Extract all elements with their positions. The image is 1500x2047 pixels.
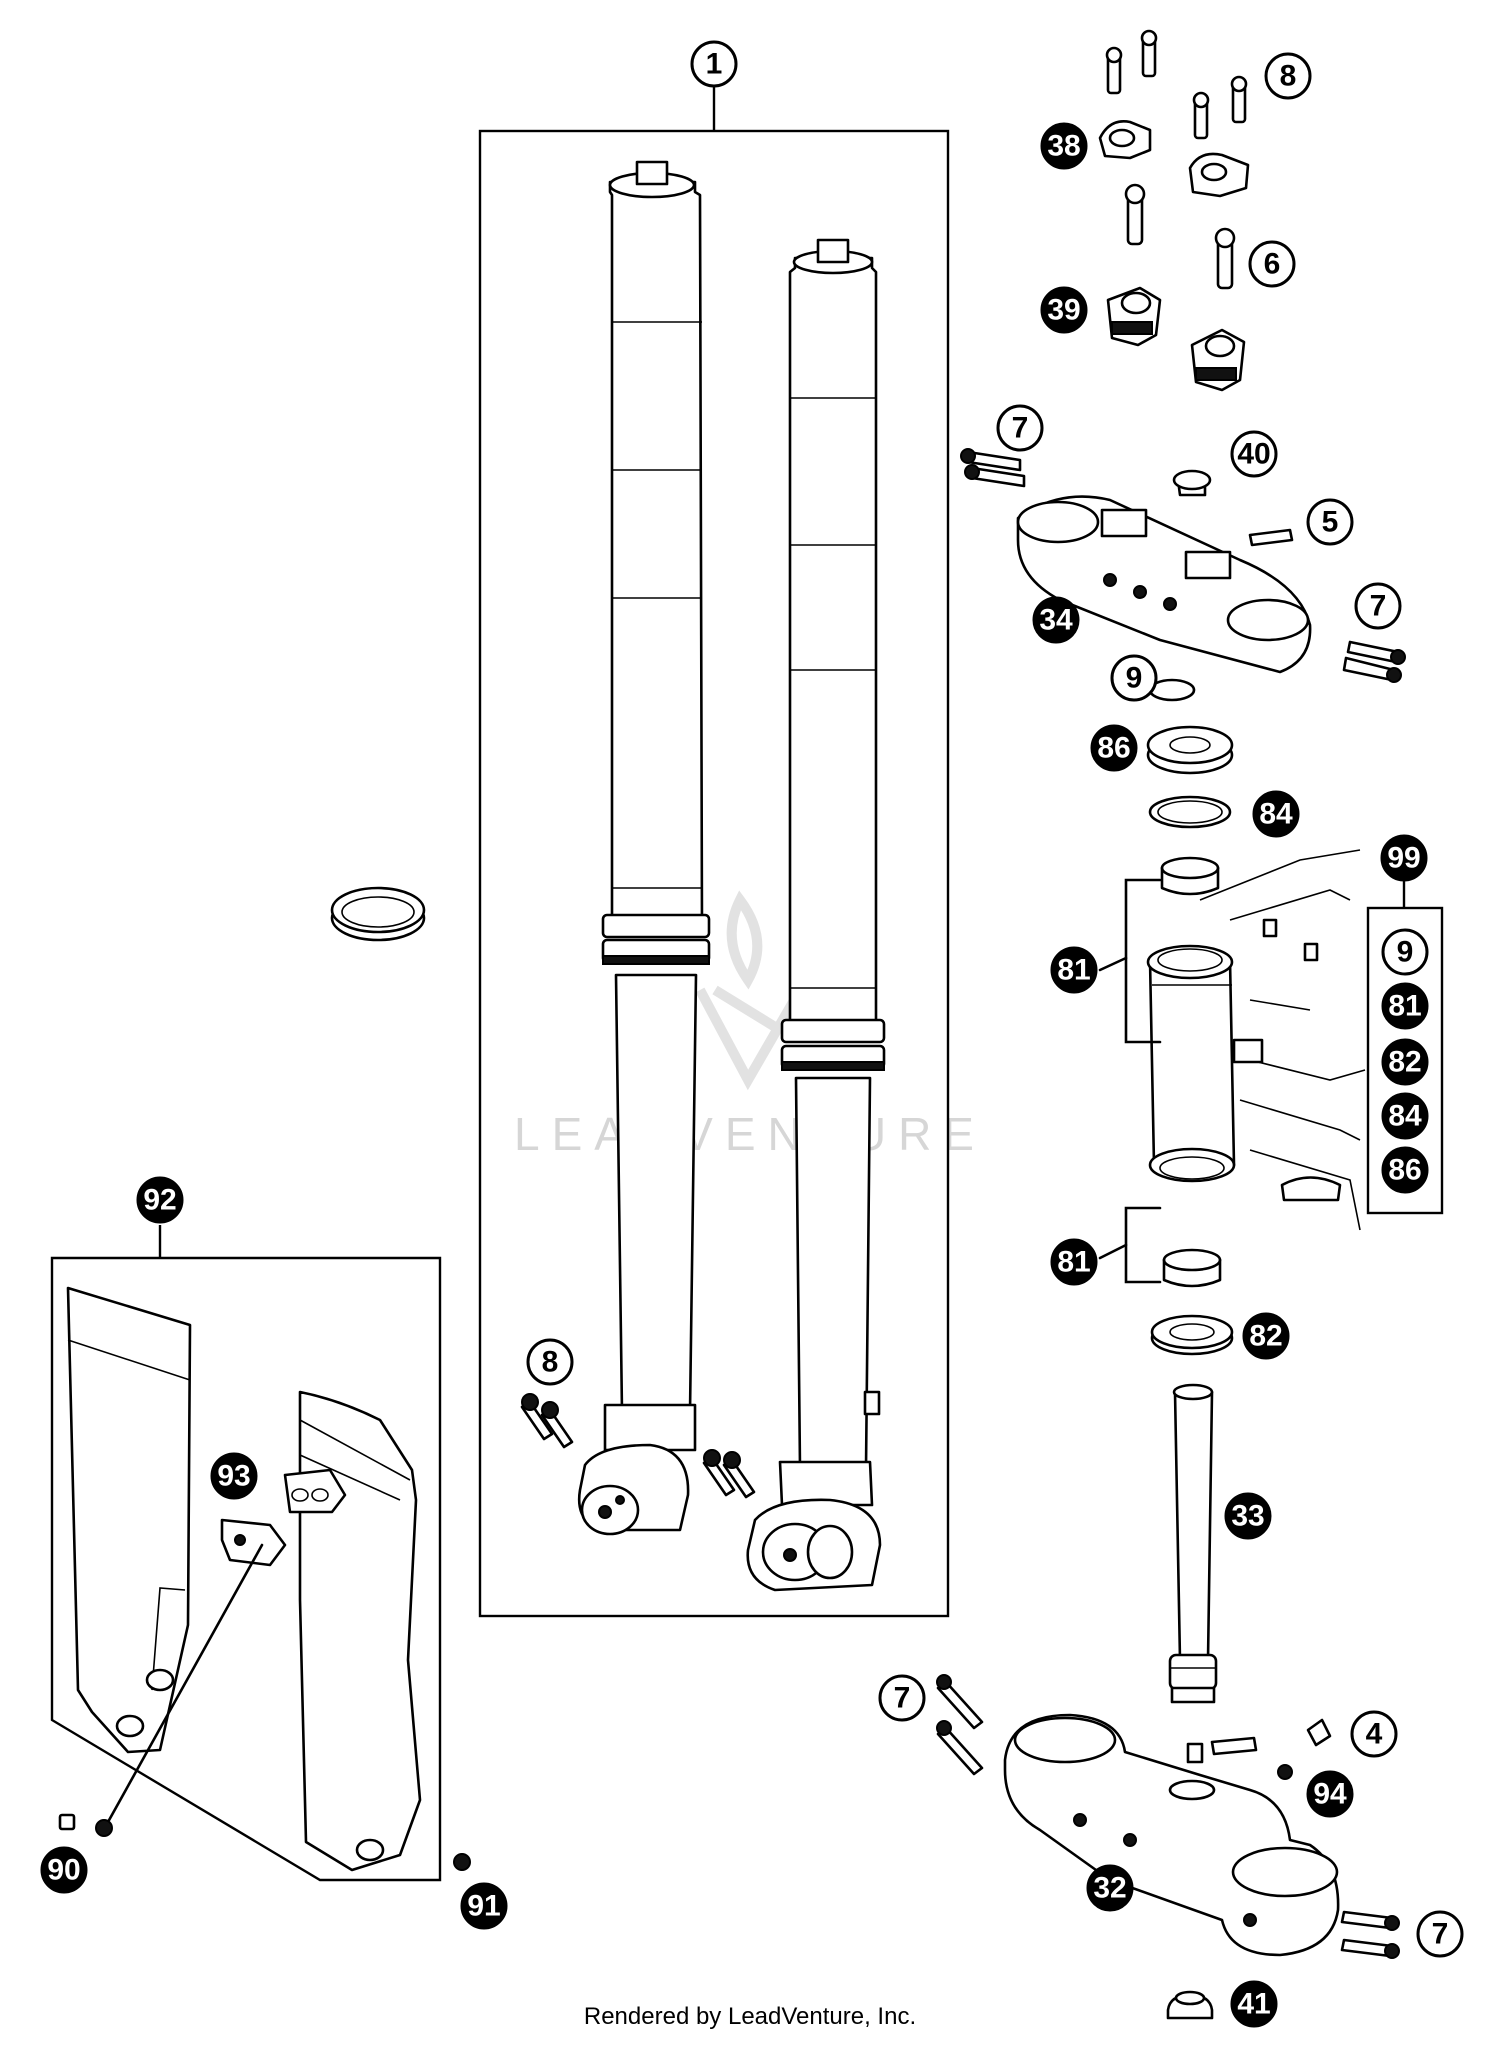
callout-8-top: 8: [1264, 52, 1312, 100]
fork-protector-frame: [50, 1225, 442, 1882]
svg-text:82: 82: [1388, 1046, 1421, 1079]
svg-text:6: 6: [1264, 248, 1281, 281]
handlebar-clamps: [1098, 29, 1250, 392]
kit-item-86: 86: [1381, 1146, 1429, 1194]
watermark: LEADVENTURE: [514, 890, 986, 1160]
svg-text:99: 99: [1387, 842, 1420, 875]
callout-5: 5: [1306, 498, 1354, 546]
axle-clamp-bolts: [520, 1393, 756, 1499]
fork-guards: [66, 1286, 422, 1872]
kit-item-82: 82: [1381, 1038, 1429, 1086]
svg-text:9: 9: [1126, 662, 1143, 695]
callout-4: 4: [1350, 1710, 1398, 1758]
svg-text:92: 92: [143, 1184, 176, 1217]
callout-84: 84: [1252, 790, 1300, 838]
svg-text:1: 1: [706, 48, 723, 81]
callout-90: 90: [40, 1846, 88, 1894]
callout-91: 91: [460, 1882, 508, 1930]
svg-text:94: 94: [1313, 1778, 1347, 1811]
svg-text:8: 8: [1280, 60, 1297, 93]
guard-screw-91: [453, 1853, 471, 1871]
callout-34: 34: [1032, 596, 1080, 644]
leader-90: [58, 1543, 264, 1837]
kit-item-9: 9: [1381, 928, 1429, 976]
guard-clip: [220, 1518, 287, 1567]
callout-40: 40: [1230, 430, 1278, 478]
lower-triple-clamp: [936, 1674, 1400, 2020]
lower-bearings: [1150, 1248, 1234, 1356]
callout-99: 99: [1380, 834, 1428, 882]
callout-38: 38: [1040, 122, 1088, 170]
kit-item-84: 84: [1381, 1092, 1429, 1140]
bearing-brackets: [1098, 878, 1162, 1284]
watermark-text: LEADVENTURE: [514, 1108, 986, 1160]
footer-credit: Rendered by LeadVenture, Inc.: [584, 2003, 916, 2030]
callout-9: 9: [1110, 654, 1158, 702]
svg-text:9: 9: [1397, 936, 1414, 969]
callout-39: 39: [1040, 286, 1088, 334]
svg-text:91: 91: [467, 1890, 500, 1923]
svg-text:7: 7: [1012, 412, 1029, 445]
svg-text:90: 90: [47, 1854, 80, 1887]
callout-7-upper-right: 7: [1354, 582, 1402, 630]
svg-text:81: 81: [1057, 1246, 1090, 1279]
callout-8-fork: 8: [526, 1338, 574, 1386]
callout-86: 86: [1090, 724, 1138, 772]
fork-assembly-frame: [478, 86, 950, 1618]
svg-text:7: 7: [1432, 1918, 1449, 1951]
svg-text:4: 4: [1366, 1718, 1383, 1751]
svg-text:39: 39: [1047, 294, 1080, 327]
svg-text:32: 32: [1093, 1872, 1126, 1905]
kit-item-81: 81: [1381, 982, 1429, 1030]
svg-text:41: 41: [1237, 1988, 1270, 2021]
callout-41: 41: [1230, 1980, 1278, 2028]
svg-text:84: 84: [1388, 1100, 1422, 1133]
svg-text:84: 84: [1259, 798, 1293, 831]
svg-text:7: 7: [1370, 590, 1387, 623]
callout-32: 32: [1086, 1864, 1134, 1912]
callout-7-upper-left: 7: [996, 404, 1044, 452]
callout-82: 82: [1242, 1312, 1290, 1360]
callout-1: 1: [690, 40, 738, 88]
svg-text:8: 8: [542, 1346, 559, 1379]
svg-text:40: 40: [1237, 438, 1270, 471]
svg-text:7: 7: [894, 1682, 911, 1715]
callout-94: 94: [1306, 1770, 1354, 1818]
svg-text:33: 33: [1231, 1500, 1264, 1533]
callout-6: 6: [1248, 240, 1296, 288]
svg-text:81: 81: [1388, 990, 1421, 1023]
frame-head-tube: [1146, 849, 1366, 1231]
svg-text:86: 86: [1388, 1154, 1421, 1187]
callout-33: 33: [1224, 1492, 1272, 1540]
kit-box: [1366, 880, 1444, 1215]
callout-93: 93: [210, 1452, 258, 1500]
upper-triple-clamp: [960, 448, 1406, 683]
svg-text:93: 93: [217, 1460, 250, 1493]
steering-bearing-stack: [1146, 678, 1234, 896]
loose-ring: [330, 886, 426, 942]
svg-text:86: 86: [1097, 732, 1130, 765]
left-fork-leg: [577, 160, 711, 1536]
callout-81-lower: 81: [1050, 1238, 1098, 1286]
svg-text:82: 82: [1249, 1320, 1282, 1353]
svg-text:38: 38: [1047, 130, 1080, 163]
svg-text:81: 81: [1057, 954, 1090, 987]
callout-92: 92: [136, 1176, 184, 1224]
callout-81-upper: 81: [1050, 946, 1098, 994]
callout-7-lower-right: 7: [1416, 1910, 1464, 1958]
svg-text:34: 34: [1039, 604, 1073, 637]
steering-stem: [1168, 1383, 1218, 1704]
right-fork-leg: [746, 238, 886, 1592]
callout-7-lower-left: 7: [878, 1674, 926, 1722]
svg-text:5: 5: [1322, 506, 1339, 539]
